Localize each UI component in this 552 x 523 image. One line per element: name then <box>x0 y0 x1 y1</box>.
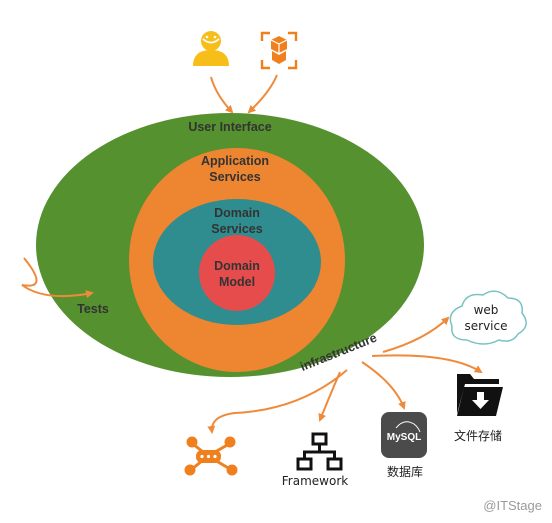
arrow-to-framework <box>318 371 341 422</box>
domain-model-core <box>199 235 275 311</box>
cloud-icon <box>449 290 527 345</box>
application-services-label-2: Services <box>209 170 260 184</box>
arrow-system-to-ui <box>247 74 278 114</box>
application-services-label-1: Application <box>201 154 269 168</box>
watermark: @ITStage <box>483 498 542 513</box>
domain-services-label-2: Services <box>211 222 262 236</box>
arrow-to-web-service <box>382 316 450 353</box>
arrow-to-hub <box>207 369 348 434</box>
folder-download-icon <box>457 374 503 416</box>
user-icon <box>193 31 229 66</box>
arrow-to-file-storage <box>371 354 483 374</box>
hub-icon <box>184 436 238 476</box>
tests-label: Tests <box>77 302 109 316</box>
database-label: 数据库 <box>387 464 423 479</box>
web-service-label-1: web <box>474 303 499 317</box>
file-storage-label: 文件存储 <box>454 428 502 443</box>
mysql-logo-text: MySQL <box>387 432 421 443</box>
domain-services-label-1: Domain <box>214 206 260 220</box>
web-service-label-2: service <box>465 319 508 333</box>
arrow-tests <box>21 257 94 299</box>
framework-label: Framework <box>282 474 348 488</box>
hierarchy-icon <box>296 432 343 471</box>
domain-model-label-1: Domain <box>214 259 260 273</box>
domain-model-label-2: Model <box>219 275 255 289</box>
user-interface-label: User Interface <box>188 120 271 134</box>
arrow-user-to-ui <box>210 76 234 114</box>
mysql-icon: MySQL <box>381 412 427 458</box>
arrow-to-database <box>361 361 406 410</box>
system-icon <box>260 31 298 70</box>
